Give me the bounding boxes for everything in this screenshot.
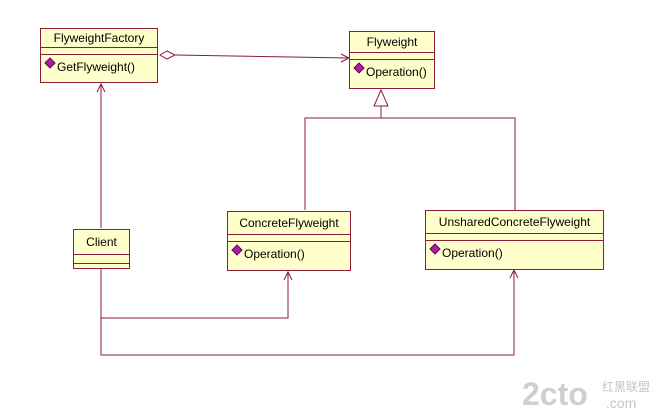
watermark-main: 2cto	[522, 377, 588, 411]
watermark-suffix: .com	[606, 395, 636, 411]
watermark-cn: 红黑联盟	[602, 379, 650, 394]
operation-icon	[44, 57, 56, 69]
operations-compartment: Operation()	[426, 241, 603, 265]
class-name: Flyweight	[350, 32, 434, 53]
aggregation-diamond	[158, 50, 177, 60]
client-to-unshared-arrowhead	[509, 268, 519, 279]
attributes-compartment	[426, 234, 603, 241]
operation-icon	[429, 243, 441, 255]
generalization-unshared-line	[381, 117, 516, 210]
class-flyweight[interactable]: Flyweight Operation()	[349, 31, 435, 89]
attributes-compartment	[350, 53, 434, 60]
class-unshared-concrete-flyweight[interactable]: UnsharedConcreteFlyweight Operation()	[425, 210, 604, 270]
class-name: FlyweightFactory	[41, 29, 157, 48]
attributes-compartment	[228, 235, 350, 242]
operation-label: Operation()	[366, 65, 427, 79]
operation-label: Operation()	[442, 246, 503, 260]
operation-label: GetFlyweight()	[57, 60, 136, 74]
class-name: Client	[74, 230, 129, 255]
generalization-triangle	[373, 88, 389, 107]
generalization-concrete-line	[304, 117, 381, 210]
client-to-factory-arrowhead	[96, 82, 106, 93]
attributes-compartment	[74, 255, 129, 264]
watermark-logo: 2cto 红黑联盟 .com	[522, 377, 650, 411]
client-to-concrete-line	[100, 269, 289, 319]
client-to-concrete-arrowhead	[283, 270, 293, 281]
class-name: UnsharedConcreteFlyweight	[426, 211, 603, 234]
operations-compartment: Operation()	[228, 242, 350, 266]
client-to-unshared-line	[100, 270, 515, 356]
aggregation-line	[174, 54, 350, 59]
operation-icon	[353, 62, 365, 74]
attributes-compartment	[41, 48, 157, 55]
class-flyweight-factory[interactable]: FlyweightFactory GetFlyweight()	[40, 28, 158, 83]
operation-label: Operation()	[244, 247, 305, 261]
class-concrete-flyweight[interactable]: ConcreteFlyweight Operation()	[227, 211, 351, 271]
operations-compartment	[74, 264, 129, 270]
class-name: ConcreteFlyweight	[228, 212, 350, 235]
operation-icon	[231, 244, 243, 256]
class-client[interactable]: Client	[73, 229, 130, 269]
operations-compartment: Operation()	[350, 60, 434, 84]
operations-compartment: GetFlyweight()	[41, 55, 157, 79]
